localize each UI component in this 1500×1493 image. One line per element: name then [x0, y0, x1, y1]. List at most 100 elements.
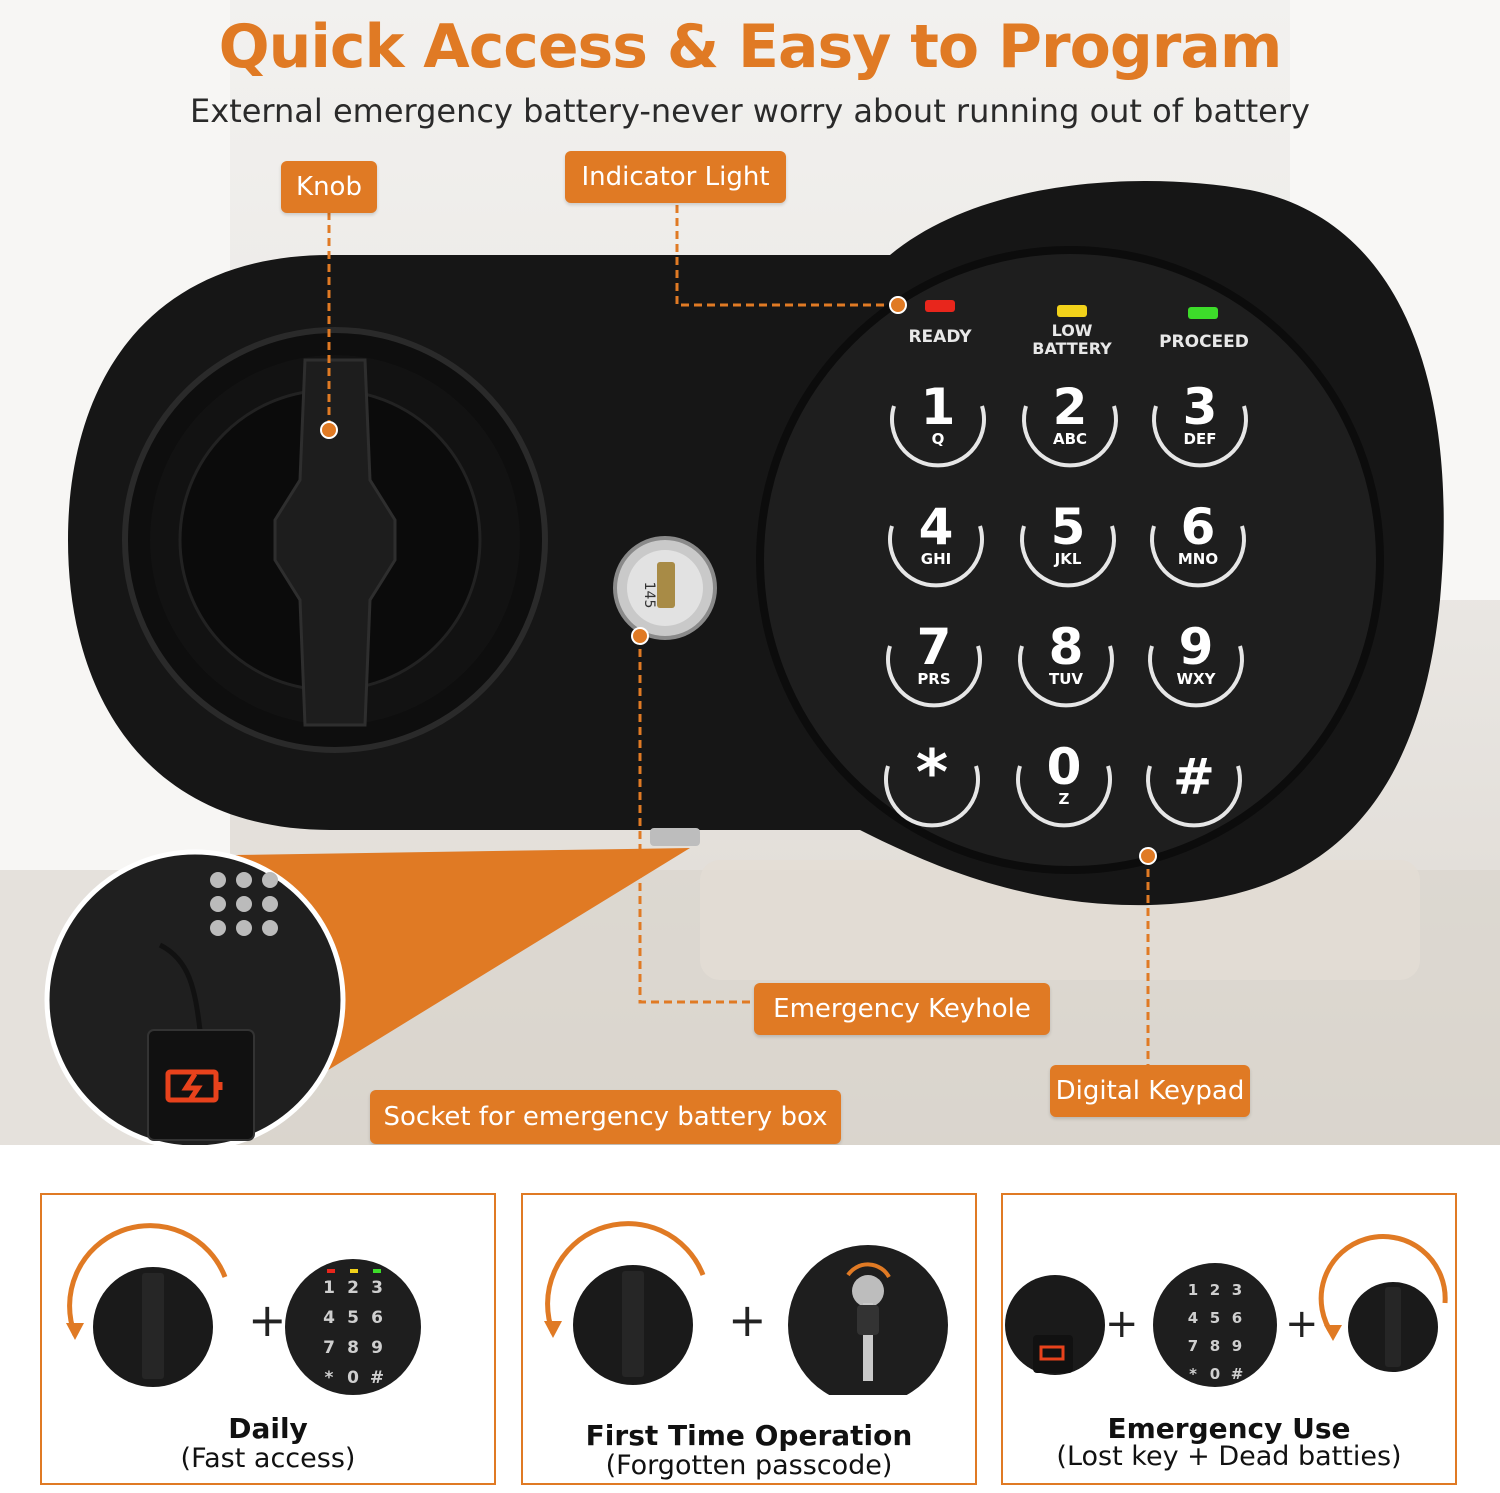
keyhole-number: 145 — [641, 582, 657, 609]
key-label: 2 — [1053, 378, 1088, 436]
keypad-key[interactable]: 0Z — [1016, 738, 1112, 828]
first-time-illustration — [544, 1221, 948, 1395]
key-ring — [890, 405, 986, 468]
mode-subtitle: (Fast access) — [180, 1443, 356, 1474]
svg-text:7: 7 — [323, 1338, 335, 1358]
ready-led — [925, 300, 955, 312]
battery-box — [147, 1029, 255, 1141]
key-letters: JKL — [1054, 550, 1082, 568]
svg-text:6: 6 — [1232, 1309, 1242, 1327]
key-label: 0 — [1047, 738, 1082, 796]
key-label: 8 — [1049, 618, 1084, 676]
svg-text:9: 9 — [1232, 1337, 1242, 1355]
svg-text:2: 2 — [1210, 1281, 1220, 1299]
svg-text:4: 4 — [1188, 1309, 1198, 1327]
low-label: LOW — [1052, 321, 1093, 340]
key-label: 1 — [921, 378, 956, 436]
svg-text:8: 8 — [1210, 1337, 1220, 1355]
svg-text:#: # — [370, 1368, 384, 1388]
mode-subtitle: (Lost key + Dead batties) — [1056, 1441, 1402, 1472]
key-label: 6 — [1181, 498, 1216, 556]
key-ring — [884, 765, 980, 828]
key-ring — [1022, 405, 1118, 468]
keypad-key[interactable]: # — [1146, 748, 1242, 828]
lock-body: 145 — [68, 181, 1444, 906]
keypad-key[interactable]: * — [884, 736, 980, 828]
svg-text:3: 3 — [1232, 1281, 1242, 1299]
svg-text:9: 9 — [371, 1338, 383, 1358]
key-ring — [886, 645, 982, 708]
key-label: # — [1173, 748, 1215, 806]
key-label: 7 — [917, 618, 952, 676]
knob-handle — [273, 358, 397, 727]
key-ring — [1020, 525, 1116, 588]
svg-text:1: 1 — [323, 1278, 335, 1298]
svg-text:1: 1 — [1188, 1281, 1198, 1299]
svg-text:2: 2 — [347, 1278, 359, 1298]
key-ring — [1016, 765, 1112, 828]
callout-lines — [320, 205, 1157, 1068]
key-letters: MNO — [1178, 550, 1218, 568]
svg-text:0: 0 — [1210, 1365, 1220, 1383]
key-ring — [1146, 765, 1242, 828]
socket-bump — [650, 828, 700, 846]
key-letters: Z — [1059, 790, 1070, 808]
indicator-panel: READY LOW BATTERY PROCEED — [908, 300, 1249, 358]
key-letters: GHI — [921, 550, 951, 568]
key-letters: PRS — [917, 670, 950, 688]
callout-socket: Socket for emergency battery box — [370, 1090, 841, 1144]
proceed-led — [1188, 307, 1218, 319]
svg-text:3: 3 — [371, 1278, 383, 1298]
plus-sign: + — [728, 1293, 767, 1347]
hero-section: Quick Access & Easy to Program External … — [0, 0, 1500, 1145]
callout-digital-keypad: Digital Keypad — [1050, 1065, 1250, 1117]
mode-subtitle: (Forgotten passcode) — [605, 1450, 893, 1481]
svg-text:4: 4 — [323, 1308, 335, 1328]
page-title: Quick Access & Easy to Program — [218, 12, 1283, 82]
keypad-key[interactable]: 1Q — [890, 378, 986, 468]
key-ring — [1018, 645, 1114, 708]
callout-emergency-keyhole: Emergency Keyhole — [754, 983, 1050, 1035]
key-ring — [1150, 525, 1246, 588]
key-ring — [1148, 645, 1244, 708]
plus-sign: + — [1285, 1301, 1319, 1347]
mode-first-time: + First Time Operation (Forgotten passco… — [521, 1193, 977, 1485]
keypad-face — [756, 246, 1384, 874]
svg-text:7: 7 — [1188, 1337, 1198, 1355]
key-letters: DEF — [1184, 430, 1217, 448]
key-letters: TUV — [1049, 670, 1083, 688]
battery-charge-icon — [165, 1069, 223, 1103]
mode-title: First Time Operation — [585, 1419, 913, 1452]
mode-title: Emergency Use — [1107, 1412, 1351, 1445]
key-label: * — [916, 736, 948, 809]
plus-sign: + — [1105, 1301, 1139, 1347]
mode-title: Daily — [228, 1412, 308, 1445]
key-ring — [1152, 405, 1248, 468]
key-label: 9 — [1179, 618, 1214, 676]
battery-inset — [47, 848, 690, 1145]
key-letters: ABC — [1053, 430, 1087, 448]
plus-sign: + — [248, 1293, 287, 1347]
svg-text:6: 6 — [371, 1308, 383, 1328]
svg-text:5: 5 — [347, 1308, 359, 1328]
svg-text:0: 0 — [347, 1368, 359, 1388]
low-battery-led — [1057, 305, 1087, 317]
key-label: 3 — [1183, 378, 1218, 436]
key-letters: WXY — [1177, 670, 1217, 688]
svg-text:8: 8 — [347, 1338, 359, 1358]
page-subtitle: External emergency battery-never worry a… — [190, 92, 1310, 130]
battery-label: BATTERY — [1032, 339, 1112, 358]
